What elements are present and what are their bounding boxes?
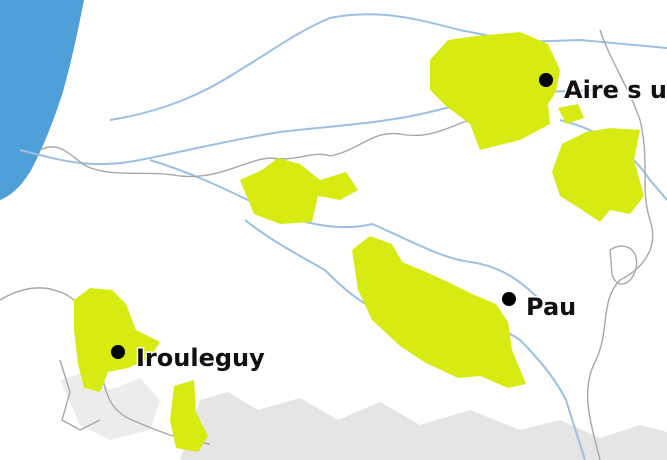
river-north	[109, 13, 667, 121]
city-label-irouleguy: Irouleguy	[136, 344, 265, 372]
wine-region-irouleguy-south	[170, 380, 208, 452]
wine-region-madiran	[552, 128, 644, 222]
city-pau: Pau	[502, 292, 578, 323]
wine-region-irouleguy	[74, 288, 160, 392]
city-irouleguy: Irouleguy	[111, 343, 267, 374]
river-gave-oloron	[149, 159, 541, 301]
city-label-aire: Aire s u	[564, 76, 667, 104]
wine-region-bearn-bellocq	[240, 158, 358, 224]
wine-regions	[74, 32, 644, 452]
east-enclave	[609, 245, 638, 285]
city-aire: Aire s u	[539, 73, 667, 106]
country-outline-sw	[59, 359, 101, 431]
city-marker-irouleguy	[111, 345, 125, 359]
east-border	[586, 29, 654, 460]
city-label-pau: Pau	[526, 293, 576, 321]
city-marker-pau	[502, 292, 516, 306]
city-marker-aire	[539, 73, 553, 87]
wine-region-jurancon	[352, 236, 526, 388]
wine-region-aire-east	[558, 104, 584, 124]
department-border	[39, 119, 471, 178]
wine-region-tursan	[430, 32, 560, 150]
mountain-relief	[180, 392, 667, 460]
